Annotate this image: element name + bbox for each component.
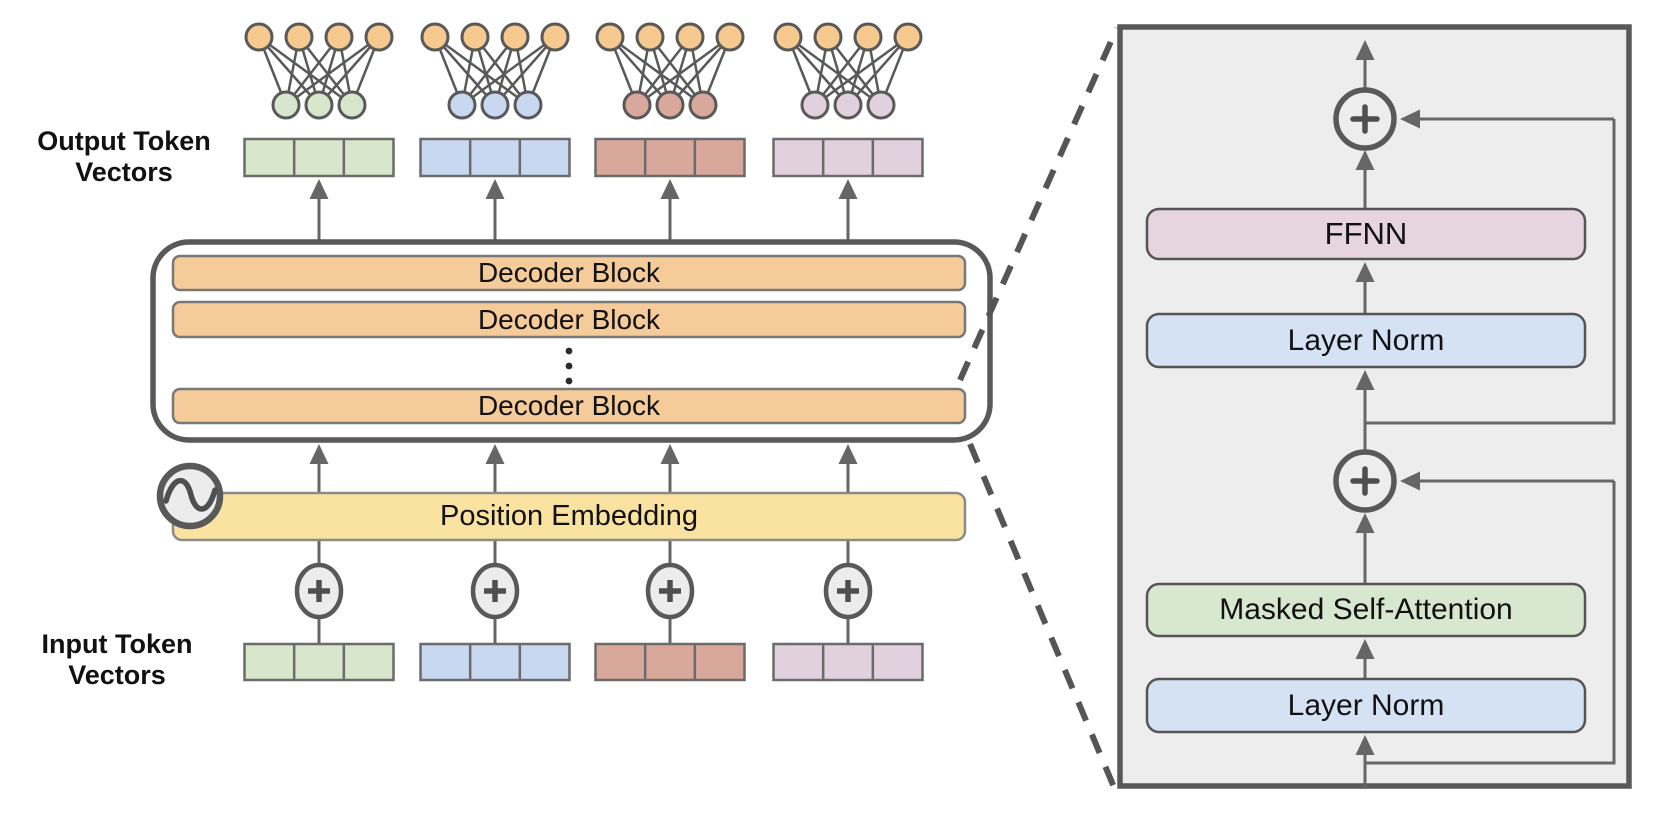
decoder-detail-panel <box>1117 24 1632 789</box>
output-token-vector <box>594 137 746 178</box>
token-group-1 <box>243 22 395 682</box>
output-logit-node <box>715 22 745 52</box>
hidden-node <box>800 90 830 120</box>
hidden-node <box>622 90 652 120</box>
output-logit-node <box>364 22 394 52</box>
classifier-network <box>595 22 745 120</box>
input-token-vector <box>243 642 395 682</box>
hidden-node <box>688 90 718 120</box>
sine-wave-icon <box>156 462 224 530</box>
hidden-node <box>866 90 896 120</box>
input-token-vector <box>594 642 746 682</box>
hidden-node <box>337 90 367 120</box>
output-token-vector <box>243 137 395 178</box>
ffnn-box <box>1145 207 1587 261</box>
output-logit-node <box>244 22 274 52</box>
add-junction-bottom <box>1333 449 1397 513</box>
zoom-connector-bottom <box>967 442 1119 794</box>
output-logit-node <box>773 22 803 52</box>
token-group-3 <box>594 22 746 682</box>
decoder-block-bar-1 <box>171 254 967 292</box>
token-groups <box>243 22 924 682</box>
residual-connection-bottom <box>1365 481 1616 765</box>
decoder-stack <box>150 239 993 443</box>
hidden-node <box>271 90 301 120</box>
output-logit-node <box>813 22 843 52</box>
add-junction-top <box>1333 87 1397 151</box>
hidden-node <box>480 90 510 120</box>
plus-icon <box>484 580 506 602</box>
panel-flow-arrows <box>1355 40 1614 789</box>
output-logit-node <box>284 22 314 52</box>
output-logit-node <box>635 22 665 52</box>
token-group-4 <box>772 22 924 682</box>
hidden-node <box>513 90 543 120</box>
input-token-vector <box>772 642 924 682</box>
output-token-vector <box>419 137 571 178</box>
position-embedding-bar <box>171 491 967 542</box>
hidden-node <box>833 90 863 120</box>
output-logit-node <box>893 22 923 52</box>
output-logit-node <box>420 22 450 52</box>
output-logit-node <box>675 22 705 52</box>
output-logit-node <box>595 22 625 52</box>
masked-self-attention-box <box>1145 582 1587 638</box>
zoom-connector-lines <box>957 26 1120 794</box>
token-add-junction <box>294 540 344 645</box>
output-logit-node <box>324 22 354 52</box>
plus-icon <box>1350 466 1380 496</box>
zoom-connector-top <box>957 26 1120 382</box>
plus-icon <box>1350 104 1380 134</box>
ellipsis-icon <box>565 347 573 385</box>
detail-panel-frame <box>1117 24 1632 789</box>
residual-connection-top <box>1365 119 1616 425</box>
classifier-network <box>773 22 923 120</box>
layer-norm-top-box <box>1145 312 1587 369</box>
output-logit-node <box>853 22 883 52</box>
classifier-network <box>420 22 570 120</box>
decoder-block-bar-2 <box>171 300 967 339</box>
decoder-block-bar-3 <box>171 387 967 425</box>
hidden-node <box>304 90 334 120</box>
classifier-network <box>244 22 394 120</box>
token-add-junction <box>470 540 520 645</box>
output-logit-node <box>460 22 490 52</box>
output-logit-node <box>540 22 570 52</box>
hidden-node <box>655 90 685 120</box>
layer-norm-bottom-box <box>1145 677 1587 734</box>
token-add-junction <box>823 540 873 645</box>
token-group-2 <box>419 22 571 682</box>
output-token-vector <box>772 137 924 178</box>
hidden-node <box>447 90 477 120</box>
plus-icon <box>659 580 681 602</box>
token-add-junction <box>645 540 695 645</box>
plus-icon <box>308 580 330 602</box>
plus-icon <box>837 580 859 602</box>
input-token-vector <box>419 642 571 682</box>
output-logit-node <box>500 22 530 52</box>
